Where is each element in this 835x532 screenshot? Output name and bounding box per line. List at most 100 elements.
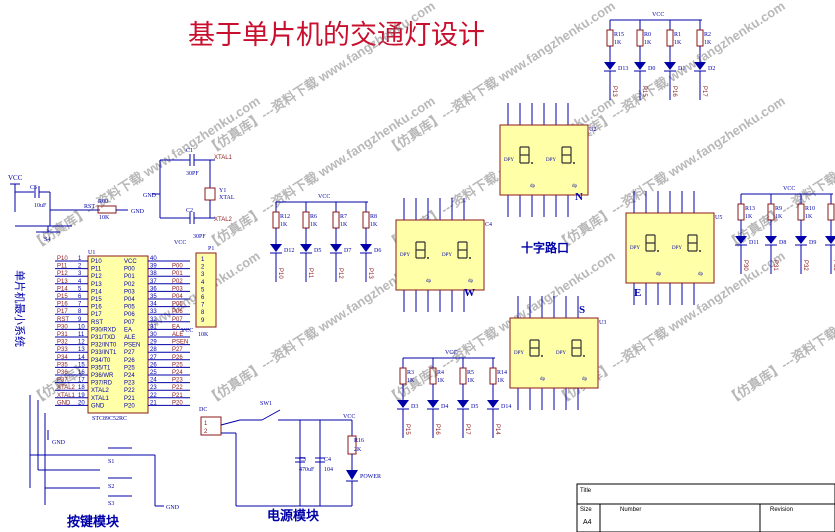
led-res-label: R15	[614, 32, 624, 38]
minsys-label: 单片机最小系统	[13, 270, 27, 347]
mcu-pin-num: 27	[150, 355, 157, 361]
led-label: D12	[284, 248, 294, 254]
mcu-pin-num: 10	[78, 324, 85, 330]
led-label: D5	[314, 248, 321, 254]
led-net: P13	[367, 268, 373, 279]
led-res-value: 1K	[280, 222, 288, 228]
key-module: S1 S2 S3 GND GND 按键模块	[29, 395, 180, 529]
c1-label: C1	[186, 148, 193, 154]
led-label: D8	[779, 240, 786, 246]
crossing-label: 十字路口	[521, 240, 569, 255]
mcu-pin-inner: XTAL1	[91, 396, 110, 402]
vcc-label: VCC	[652, 12, 664, 18]
mcu-pin-num: 1	[78, 256, 82, 262]
mcu-pin-num: 18	[78, 385, 85, 391]
led-res-value: 1K	[745, 214, 753, 220]
mcu-pin-num: 38	[150, 271, 157, 277]
led-group-east: VCCR131KD11P30R91KD8P31R101KD9P32R111KD1…	[735, 186, 835, 274]
respack-body	[195, 252, 217, 328]
power-module: DC 1 2 SW1 C3 470uF C4 104 VCC R16 2K PO…	[199, 401, 381, 523]
dpy-label: DPY	[442, 253, 452, 258]
c3-value: 470uF	[299, 467, 315, 473]
svg-text:2: 2	[204, 429, 208, 435]
crystal-circuit: C1 30PF XTAL1 Y1 XTAL XTAL2 C2 30PF GND	[143, 148, 235, 240]
dpy-label: DPY	[630, 246, 640, 251]
led-label: D3	[411, 404, 418, 410]
c1-value: 30PF	[186, 171, 199, 177]
led-group-west: VCCR121KD12P10R61KD5P11R71KD7P12R81KD6P1…	[270, 194, 381, 282]
respack-pin: 7	[201, 303, 205, 309]
rst-net: RST	[84, 204, 95, 210]
mcu-pin-num: 23	[150, 385, 157, 391]
led-res-label: R2	[704, 32, 711, 38]
mcu-pin-inner: P34/T0	[91, 358, 111, 364]
mcu-pin-inner: P35/T1	[91, 365, 111, 371]
led-net: P16	[671, 86, 677, 97]
dp-label: dp	[572, 184, 578, 189]
dpy-label: DPY	[504, 158, 514, 163]
vcc-label: VCC	[318, 194, 330, 200]
mcu-net-left: RST	[57, 317, 69, 323]
respack-pin: 9	[201, 318, 205, 324]
led-res-label: R9	[775, 206, 782, 212]
c2-value: 30PF	[193, 234, 206, 240]
led-res-label: R14	[497, 370, 507, 376]
mcu-pin-inner: P15	[91, 297, 102, 303]
mcu-net-right: P03	[172, 286, 183, 292]
mcu-pin-num: 8	[78, 309, 82, 315]
vcc-label: VCC	[8, 174, 23, 182]
dir-west: W	[464, 287, 475, 299]
mcu-net-right: PSEN	[172, 340, 188, 346]
led-res-value: 1K	[437, 378, 445, 384]
mcu-pin-inner: P31/TXD	[91, 335, 116, 341]
mcu-pin-inner: P33/INT1	[91, 350, 117, 356]
mcu-pin-inner: P03	[124, 289, 135, 295]
mcu-pin-num: 14	[78, 355, 85, 361]
s1-label: S1	[108, 459, 114, 465]
mcu-pin-num: 2	[78, 264, 82, 270]
led-group-south: VCCR31KD3P15R41KD4P16R51KD5P17R141KD14P1…	[397, 350, 511, 438]
gnd-label-mcu: GND	[52, 440, 66, 446]
led-net: P17	[464, 424, 470, 435]
mcu-pin-num: 15	[78, 362, 85, 368]
tb-revision: Revision	[770, 507, 793, 513]
mcu-pin-inner: P06	[124, 312, 135, 318]
watermark-text: 【仿真库】---资料下载 www.fangzhenku.com	[723, 93, 835, 252]
c4-value: 104	[324, 467, 333, 473]
mcu-net-left: P14	[57, 286, 68, 292]
mcu-pin-inner: P26	[124, 358, 135, 364]
respack-pin: 5	[201, 287, 205, 293]
mcu-pin-num: 5	[78, 286, 82, 292]
vcc-label: VCC	[783, 186, 795, 192]
sw1-label: SW1	[260, 401, 272, 407]
led-res-value: 1K	[805, 214, 813, 220]
led-label: D7	[344, 248, 351, 254]
mcu-pin-inner: P32/INT0	[91, 343, 117, 349]
c3-label: C3	[299, 457, 306, 463]
respack-pin: 4	[201, 280, 205, 286]
vcc-label: VCC	[445, 350, 457, 356]
led-res-label: R12	[280, 214, 290, 220]
led-net: P30	[742, 260, 748, 271]
vcc-label-p1: VCC	[174, 240, 186, 246]
led-label: D0	[648, 66, 655, 72]
led-res-value: 1K	[674, 40, 682, 46]
mcu-pin-inner: P20	[124, 403, 135, 409]
mcu-pin-inner: P16	[91, 305, 102, 311]
led-res-label: R3	[407, 370, 414, 376]
gnd-label-keys: GND	[166, 505, 180, 511]
mcu-net-right: P27	[172, 347, 183, 353]
power-module-label: 电源模块	[267, 508, 320, 523]
mcu-pin-num: 21	[150, 400, 157, 406]
mcu-pin-num: 9	[78, 317, 82, 323]
mcu-pin-inner: P23	[124, 381, 135, 387]
mcu-pin-inner: P07	[124, 320, 135, 326]
mcu-pin-inner: XTAL2	[91, 388, 110, 394]
mcu-pin-inner: P11	[91, 267, 102, 273]
mcu-pin-num: 3	[78, 271, 82, 277]
mcu-pin-num: 34	[150, 302, 157, 308]
mcu-net-left: P30	[57, 324, 68, 330]
display-ref: U2	[589, 127, 596, 133]
